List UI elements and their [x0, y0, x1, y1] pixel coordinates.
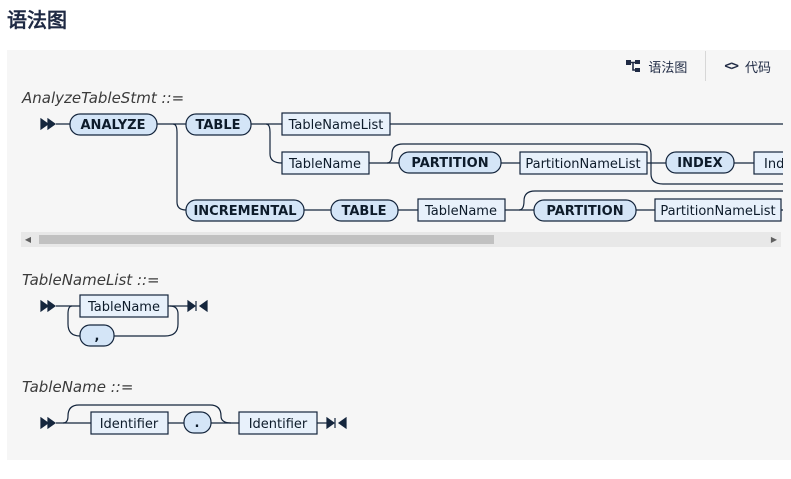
- end-marker-icon: [326, 416, 347, 430]
- diagram-panel: 语法图 <> 代码: [7, 50, 791, 460]
- code-view-label: 代码: [744, 60, 771, 76]
- nonterminal-table-name-list-label: TableNameList: [288, 118, 384, 133]
- page-title: 语法图: [7, 8, 67, 32]
- scrollbar-thumb[interactable]: [39, 235, 494, 244]
- nonterminal-partition-name-list-label: PartitionNameList: [525, 157, 640, 172]
- nonterminal-table-name-list: [281, 112, 391, 136]
- nonterminal-identifier-2-label: Identifier: [249, 417, 308, 432]
- analyze-table-stmt-diagram: [56, 123, 783, 211]
- terminal-index-label: INDEX: [677, 156, 722, 171]
- start-marker-icon: [40, 416, 57, 430]
- nonterminal-identifier-1-label: Identifier: [100, 417, 159, 432]
- terminal-comma-label: ,: [95, 329, 100, 344]
- nonterminal-table-name-label: TableName: [288, 157, 361, 172]
- terminal-partition-label: PARTITION: [411, 156, 488, 171]
- view-toolbar: 语法图 <> 代码: [615, 50, 781, 82]
- terminal-incremental-label: INCREMENTAL: [193, 204, 296, 219]
- terminal-table-2: [330, 199, 399, 222]
- terminal-index: [665, 151, 735, 174]
- nonterminal-table-name-2: [417, 198, 506, 222]
- terminal-analyze: [69, 113, 158, 136]
- diagram-icon: [626, 60, 641, 72]
- end-marker-icon: [187, 299, 208, 313]
- terminal-dot: [183, 411, 212, 434]
- nonterminal-index-name-list: [753, 151, 783, 175]
- toolbar-divider: [705, 51, 707, 81]
- nonterminal-table-name-3-label: TableName: [87, 300, 160, 315]
- start-marker-icon: [40, 299, 57, 313]
- terminal-table-label: TABLE: [196, 118, 241, 133]
- horizontal-scrollbar[interactable]: ◀ ▶: [21, 232, 781, 247]
- code-view-button[interactable]: <> 代码: [714, 53, 781, 80]
- terminal-dot-label: .: [195, 416, 200, 431]
- terminal-incremental: [185, 199, 305, 222]
- nonterminal-table-name-2-label: TableName: [424, 204, 497, 219]
- terminal-partition-2-label: PARTITION: [546, 204, 623, 219]
- terminal-table: [185, 113, 252, 136]
- nonterminal-identifier-2: [238, 411, 318, 435]
- rule-name-table-name-list: TableNameList ::=: [22, 271, 160, 289]
- table-name-diagram: [40, 404, 347, 430]
- nonterminal-table-name: [281, 151, 370, 175]
- nonterminal-index-name-list-label: Ind: [764, 157, 784, 172]
- table-name-list-diagram: [40, 299, 208, 337]
- nonterminal-identifier-1: [90, 411, 169, 435]
- terminal-comma: [79, 324, 115, 347]
- code-icon: <>: [724, 58, 739, 74]
- scroll-right-icon[interactable]: ▶: [770, 235, 778, 244]
- nonterminal-partition-name-list: [519, 151, 648, 175]
- nonterminal-table-name-3: [79, 294, 169, 318]
- nonterminal-partition-name-list-2: [654, 198, 782, 222]
- terminal-analyze-label: ANALYZE: [81, 118, 146, 133]
- nonterminal-partition-name-list-2-label: PartitionNameList: [660, 204, 775, 219]
- start-marker-icon: [40, 117, 57, 131]
- rule-name-analyze-table-stmt: AnalyzeTableStmt ::=: [21, 89, 184, 107]
- rule-name-table-name: TableName ::=: [22, 378, 133, 396]
- diagram-view-button[interactable]: 语法图: [615, 53, 697, 80]
- terminal-table-2-label: TABLE: [342, 204, 387, 219]
- terminal-partition-2: [533, 199, 637, 222]
- railroad-diagrams: AnalyzeTableStmt ::= TableNameList ::= T…: [21, 89, 784, 435]
- scroll-left-icon[interactable]: ◀: [24, 235, 32, 244]
- terminal-partition: [398, 151, 502, 174]
- diagram-view-label: 语法图: [648, 60, 688, 76]
